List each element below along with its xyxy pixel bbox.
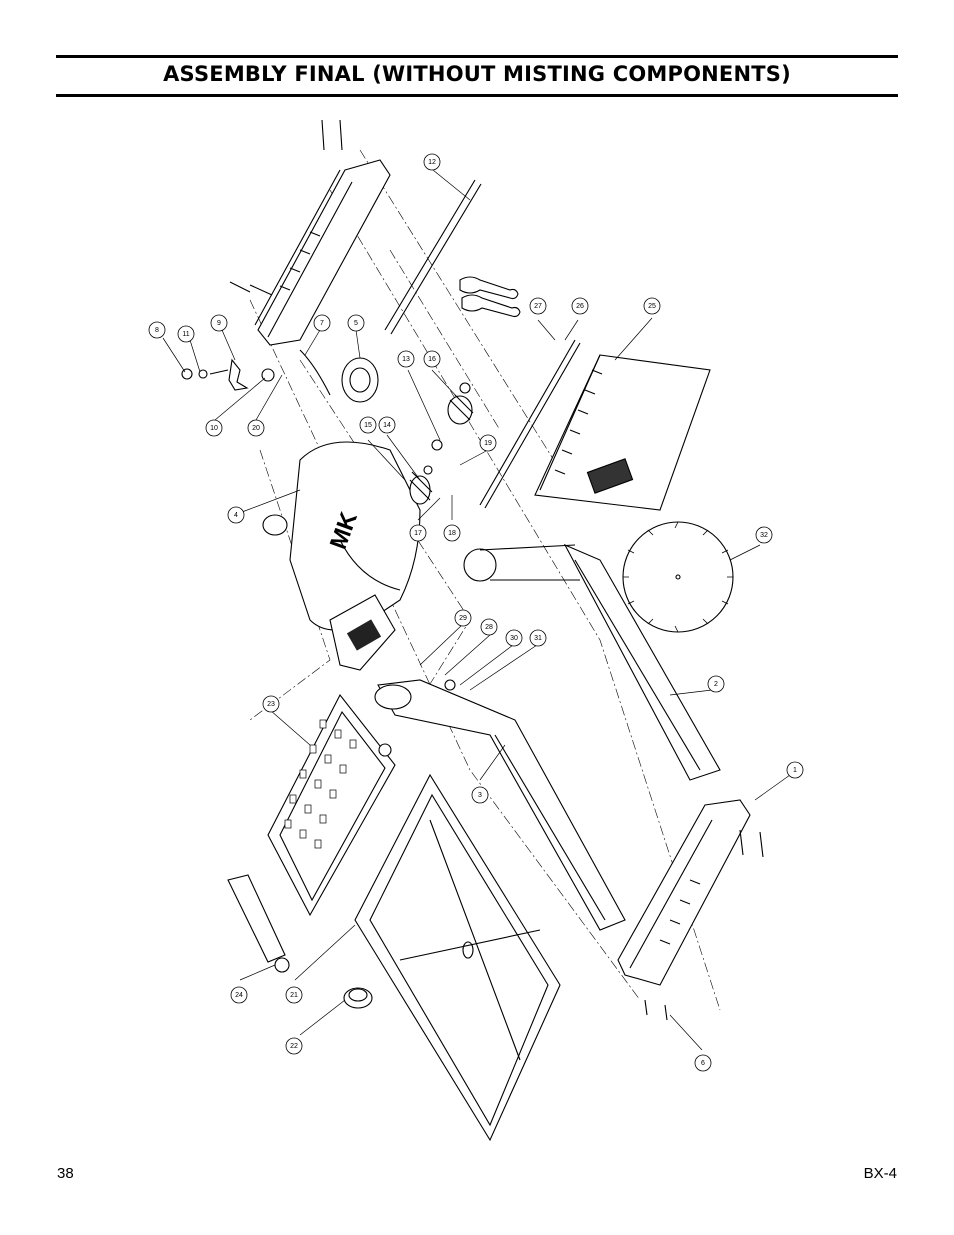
svg-text:17: 17 xyxy=(414,530,422,537)
callout-8: 8 xyxy=(148,321,166,339)
conveyor-cart xyxy=(267,693,396,917)
header-top-rule xyxy=(56,55,898,58)
svg-text:3: 3 xyxy=(478,792,482,799)
svg-text:22: 22 xyxy=(290,1043,298,1050)
callout-10: 10 xyxy=(205,419,223,437)
callout-11: 11 xyxy=(177,325,195,343)
svg-text:29: 29 xyxy=(459,615,467,622)
callout-13: 13 xyxy=(397,350,415,368)
svg-text:32: 32 xyxy=(760,532,768,539)
callout-1: 1 xyxy=(786,761,804,779)
svg-text:12: 12 xyxy=(428,159,436,166)
main-beam xyxy=(463,543,721,781)
callout-3: 3 xyxy=(471,786,489,804)
long-rod xyxy=(384,179,581,509)
callout-31: 31 xyxy=(529,629,547,647)
callout-21: 21 xyxy=(285,986,303,1004)
svg-text:19: 19 xyxy=(484,440,492,447)
callout-23: 23 xyxy=(262,695,280,713)
svg-text:30: 30 xyxy=(510,635,518,642)
blade-guard-panel xyxy=(534,354,711,511)
svg-text:28: 28 xyxy=(485,624,493,631)
callout-25: 25 xyxy=(643,297,661,315)
svg-text:27: 27 xyxy=(534,303,542,310)
callout-30: 30 xyxy=(505,629,523,647)
callout-32: 32 xyxy=(755,526,773,544)
svg-text:23: 23 xyxy=(267,701,275,708)
lower-frame xyxy=(617,799,764,1021)
svg-text:8: 8 xyxy=(155,327,159,334)
cutting-head-arm xyxy=(374,679,626,931)
small-parts-cluster xyxy=(181,349,474,505)
callout-26: 26 xyxy=(571,297,589,315)
callout-5: 5 xyxy=(347,314,365,332)
svg-text:15: 15 xyxy=(364,422,372,429)
callout-29: 29 xyxy=(454,609,472,627)
svg-text:20: 20 xyxy=(252,425,260,432)
svg-text:1: 1 xyxy=(793,767,797,774)
leader-lines xyxy=(162,169,791,1051)
svg-text:26: 26 xyxy=(576,303,584,310)
upper-handle-frame xyxy=(229,119,391,346)
motor-assembly: MK xyxy=(262,357,421,671)
svg-text:4: 4 xyxy=(234,512,238,519)
svg-text:25: 25 xyxy=(648,303,656,310)
svg-text:16: 16 xyxy=(428,356,436,363)
callout-18: 18 xyxy=(443,524,461,542)
svg-text:24: 24 xyxy=(235,992,243,999)
callout-2: 2 xyxy=(707,675,725,693)
svg-text:14: 14 xyxy=(383,422,391,429)
callout-15: 15 xyxy=(359,416,377,434)
knob xyxy=(343,987,373,1009)
header-bottom-rule xyxy=(56,94,898,97)
callout-4: 4 xyxy=(227,506,245,524)
svg-text:31: 31 xyxy=(534,635,542,642)
svg-text:21: 21 xyxy=(290,992,298,999)
side-bracket xyxy=(227,874,290,973)
callout-24: 24 xyxy=(230,986,248,1004)
svg-text:10: 10 xyxy=(210,425,218,432)
callout-16: 16 xyxy=(423,350,441,368)
page-number: 38 xyxy=(57,1165,74,1182)
callout-9: 9 xyxy=(210,314,228,332)
callout-27: 27 xyxy=(529,297,547,315)
callout-17: 17 xyxy=(409,524,427,542)
svg-text:11: 11 xyxy=(182,331,189,338)
svg-text:6: 6 xyxy=(701,1060,705,1067)
callout-14: 14 xyxy=(378,416,396,434)
page-title: ASSEMBLY FINAL (WITHOUT MISTING COMPONEN… xyxy=(163,62,791,86)
callout-28: 28 xyxy=(480,618,498,636)
svg-text:9: 9 xyxy=(217,320,221,327)
callout-19: 19 xyxy=(479,434,497,452)
model-label: BX-4 xyxy=(863,1165,897,1182)
callout-6: 6 xyxy=(694,1054,712,1072)
callout-7: 7 xyxy=(313,314,331,332)
callout-20: 20 xyxy=(247,419,265,437)
callout-22: 22 xyxy=(285,1037,303,1055)
water-tray xyxy=(354,773,561,1142)
diamond-blade xyxy=(622,521,734,633)
svg-text:18: 18 xyxy=(448,530,456,537)
svg-text:13: 13 xyxy=(402,356,410,363)
wrenches xyxy=(459,276,521,318)
svg-text:2: 2 xyxy=(714,681,718,688)
svg-text:5: 5 xyxy=(354,320,358,327)
callout-12: 12 xyxy=(423,153,441,171)
svg-text:7: 7 xyxy=(320,320,324,327)
